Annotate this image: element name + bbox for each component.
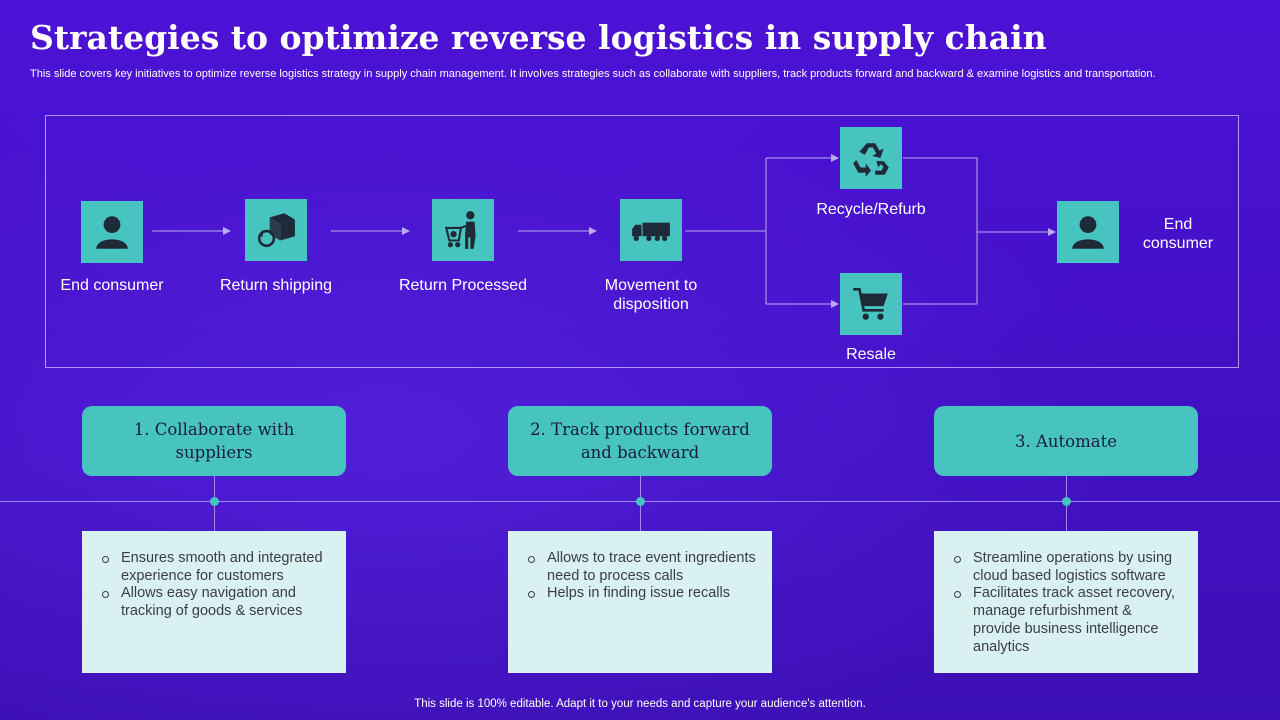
shopping-cart-icon: [840, 273, 902, 335]
node-label-end-consumer-final: End consumer: [1142, 216, 1214, 252]
bullet-item: Allows to trace event ingredients need t…: [528, 550, 756, 585]
strategy-heading-collaborate: 1. Collaborate with suppliers: [82, 406, 346, 476]
strategy-details-automate: Streamline operations by using cloud bas…: [934, 531, 1198, 673]
person-icon: [81, 201, 143, 263]
bullet-item: Helps in finding issue recalls: [528, 585, 756, 603]
package-return-icon: [245, 199, 307, 261]
slide-title: Strategies to optimize reverse logistics…: [30, 18, 1047, 57]
recycle-icon: [840, 127, 902, 189]
strategy-heading-automate: 3. Automate: [934, 406, 1198, 476]
timeline-dot: [210, 497, 219, 506]
timeline-dot: [636, 497, 645, 506]
timeline-dot: [1062, 497, 1071, 506]
person-icon: [1057, 201, 1119, 263]
node-label-resale: Resale: [846, 346, 896, 363]
process-flow-frame: [45, 115, 1239, 368]
node-label-movement-to-disposition: Movement to disposition: [604, 277, 698, 313]
node-label-recycle-refurb: Recycle/Refurb: [816, 201, 926, 218]
node-label-return-processed: Return Processed: [398, 277, 528, 294]
node-label-return-shipping: Return shipping: [219, 277, 333, 294]
bullet-item: Ensures smooth and integrated experience…: [102, 550, 330, 585]
footer-note: This slide is 100% editable. Adapt it to…: [414, 698, 866, 710]
slide-subtitle: This slide covers key initiatives to opt…: [30, 68, 1156, 80]
truck-icon: [620, 199, 682, 261]
strategy-details-collaborate: Ensures smooth and integrated experience…: [82, 531, 346, 673]
worker-cart-icon: [432, 199, 494, 261]
node-label-end-consumer: End consumer: [60, 277, 164, 294]
strategy-details-track: Allows to trace event ingredients need t…: [508, 531, 772, 673]
bullet-item: Allows easy navigation and tracking of g…: [102, 585, 330, 620]
bullet-item: Facilitates track asset recovery, manage…: [954, 585, 1182, 656]
bullet-item: Streamline operations by using cloud bas…: [954, 550, 1182, 585]
strategy-heading-track: 2. Track products forward and backward: [508, 406, 772, 476]
